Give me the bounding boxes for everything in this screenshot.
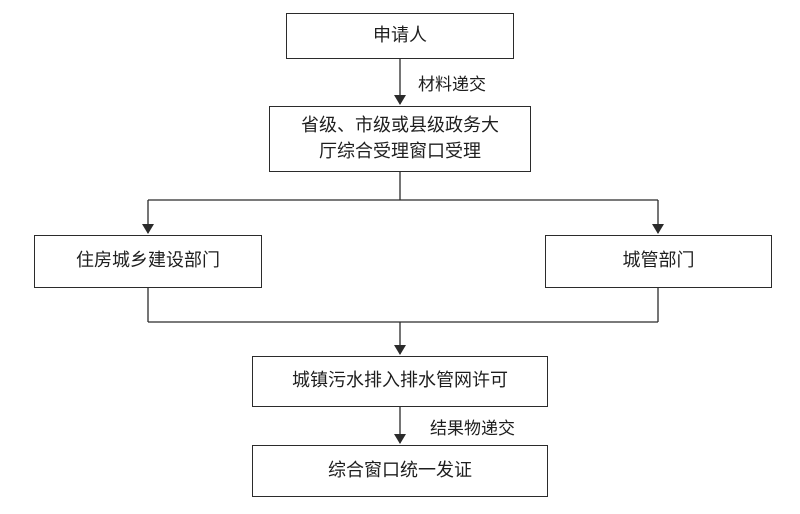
node-applicant: 申请人	[286, 13, 514, 59]
node-urban-management-department: 城管部门	[545, 235, 772, 288]
node-government-hall: 省级、市级或县级政务大 厅综合受理窗口受理	[269, 106, 531, 172]
node-unified-certificate-issuance-label: 综合窗口统一发证	[328, 459, 472, 481]
node-government-hall-line1: 省级、市级或县级政务大	[301, 114, 499, 136]
node-government-hall-line2: 厅综合受理窗口受理	[319, 141, 481, 162]
node-unified-certificate-issuance: 综合窗口统一发证	[252, 445, 548, 497]
edge-label-submit-materials: 材料递交	[418, 75, 486, 95]
node-applicant-label: 申请人	[373, 24, 427, 46]
node-housing-department-label: 住房城乡建设部门	[76, 250, 220, 272]
edge-label-submit-results: 结果物递交	[430, 419, 515, 439]
node-sewage-discharge-permit-label: 城镇污水排入排水管网许可	[292, 370, 508, 392]
node-sewage-discharge-permit: 城镇污水排入排水管网许可	[252, 356, 548, 407]
node-urban-management-department-label: 城管部门	[622, 250, 695, 272]
node-housing-department: 住房城乡建设部门	[34, 235, 262, 288]
